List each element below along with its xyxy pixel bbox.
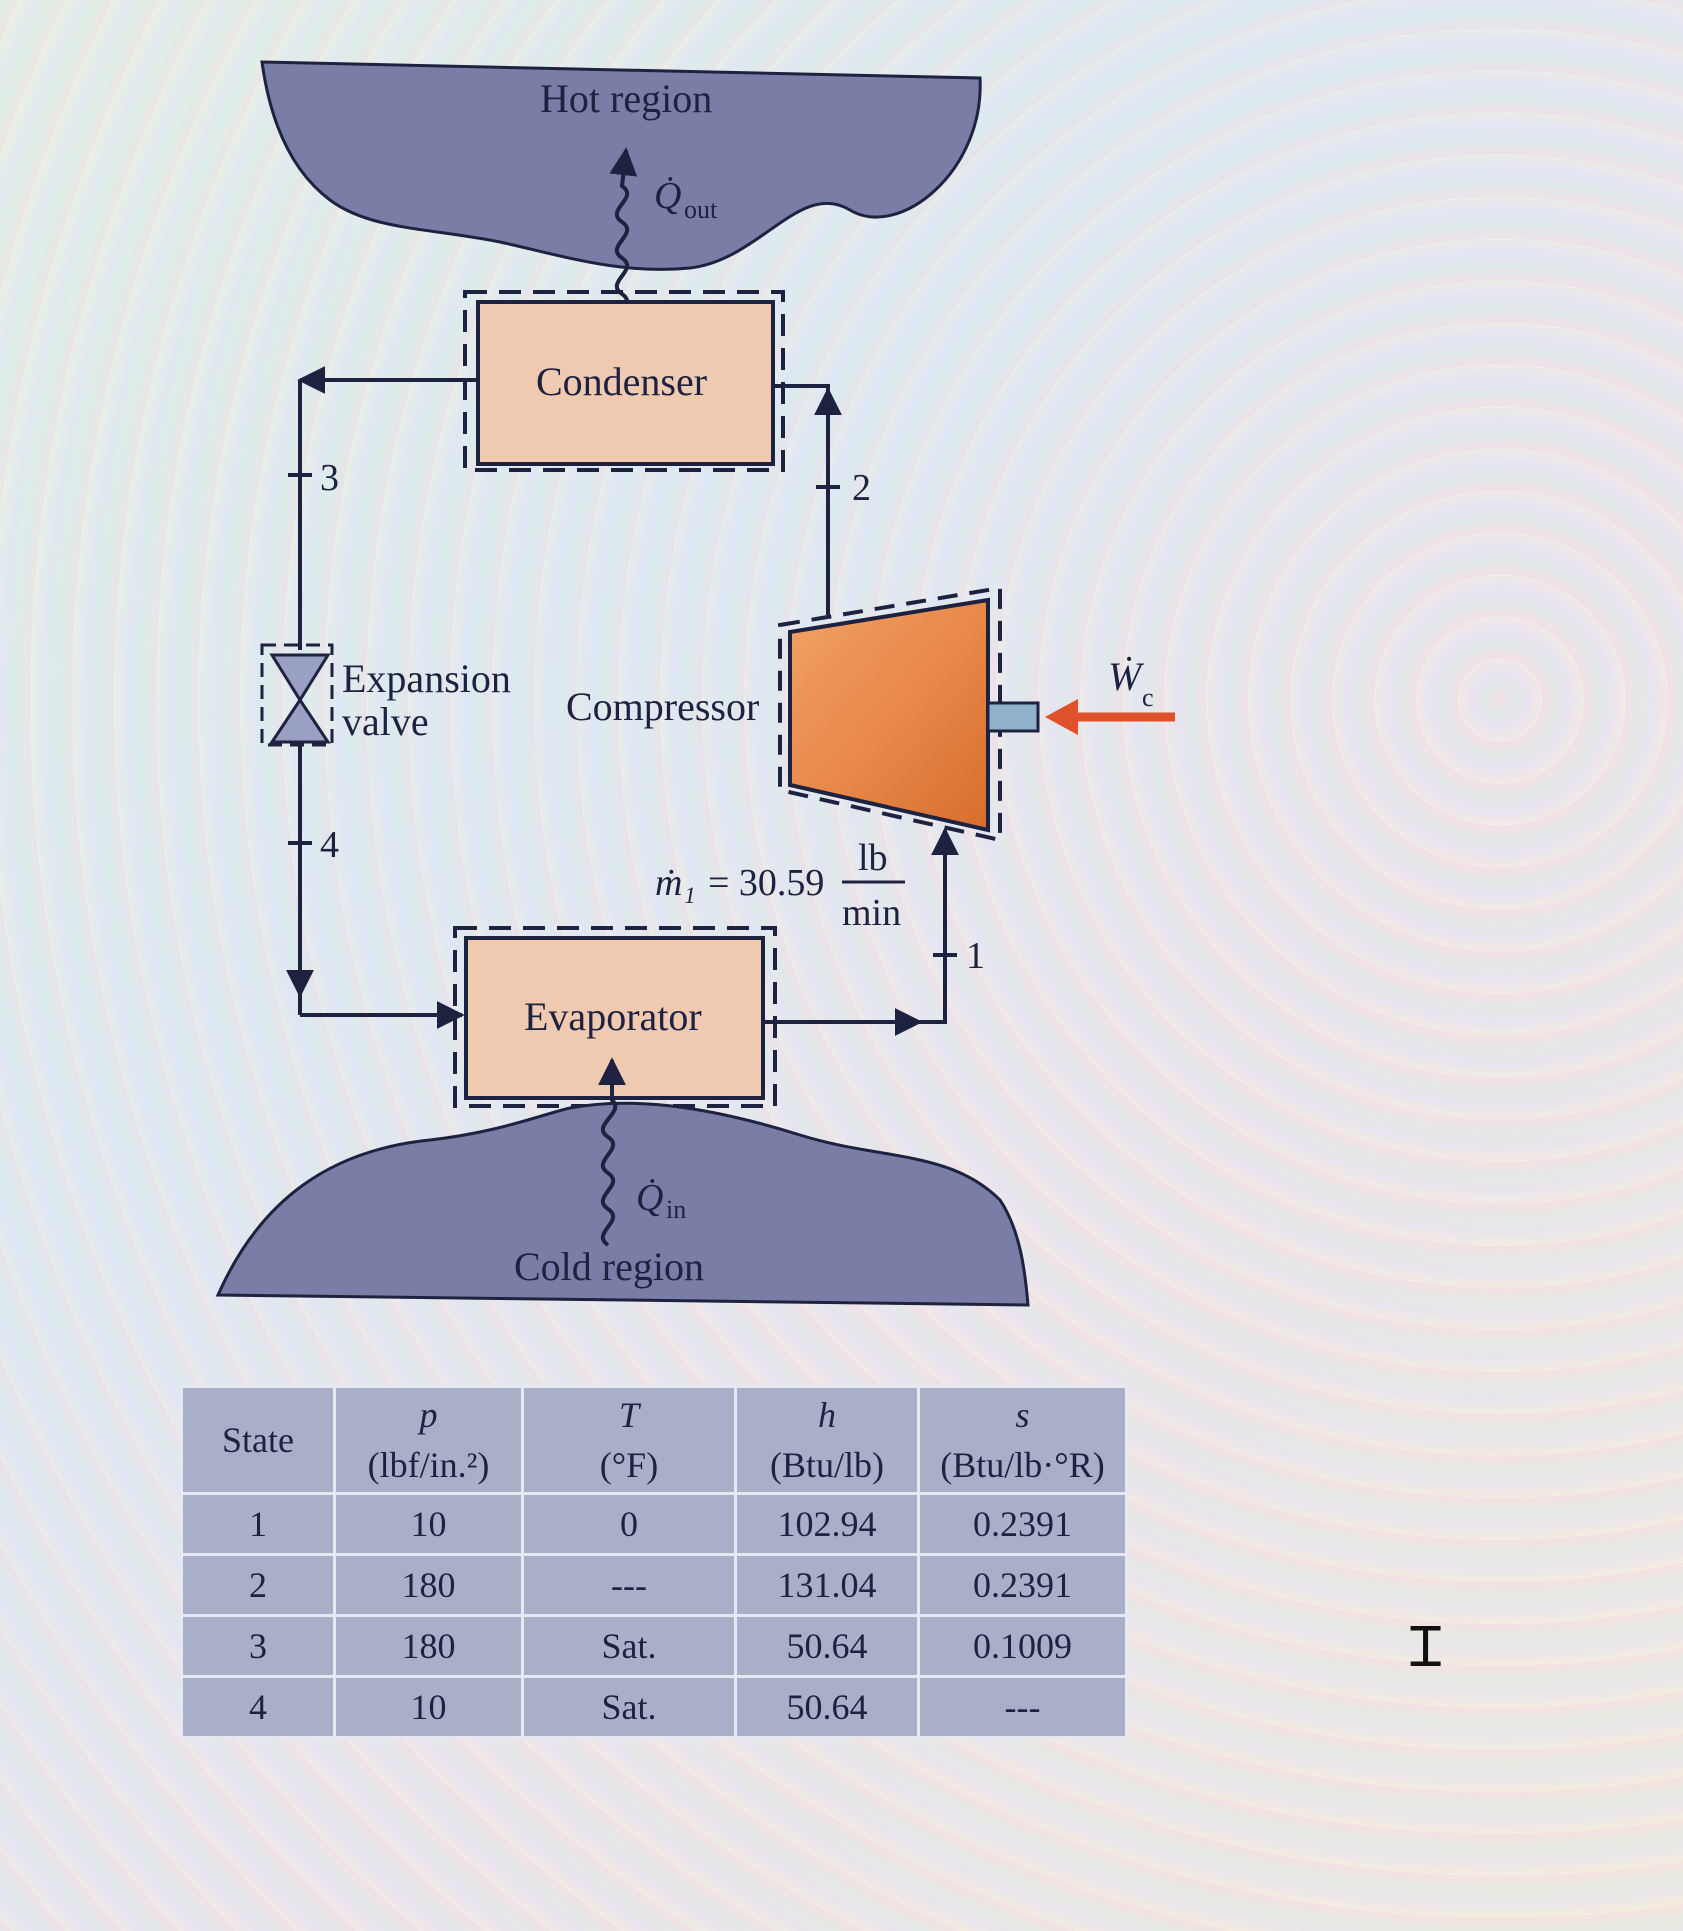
header-temperature: T(°F) [521, 1385, 737, 1495]
table-row: 3 180 Sat. 50.64 0.1009 [180, 1614, 1128, 1678]
table-cell: 3 [180, 1614, 336, 1678]
q-in-subscript: in [666, 1195, 686, 1224]
expansion-valve-boundary [260, 643, 334, 747]
condenser-label: Condenser [536, 359, 707, 404]
text-cursor-icon: Ɪ [1410, 1615, 1442, 1680]
compressor-label: Compressor [566, 684, 759, 729]
table-cell: 131.04 [734, 1553, 920, 1617]
q-in-symbol: Q̇ [636, 1177, 663, 1219]
compressor-boundary [778, 585, 1002, 843]
cold-region-shape [215, 1101, 1030, 1307]
table-row: 4 10 Sat. 50.64 --- [180, 1675, 1128, 1739]
q-in-wavy-line [598, 1057, 626, 1247]
table-row: 2 180 --- 131.04 0.2391 [180, 1553, 1128, 1617]
condenser-box [476, 300, 775, 466]
state-4-label: 4 [320, 824, 339, 866]
table-cell: 180 [333, 1553, 524, 1617]
q-out-subscript: out [684, 195, 718, 224]
header-pressure: p(lbf/in.²) [333, 1385, 524, 1495]
table-cell: 10 [333, 1675, 524, 1739]
hot-region-label: Hot region [540, 76, 712, 121]
table-row: 1 10 0 102.94 0.2391 [180, 1492, 1128, 1556]
state-3-label: 3 [320, 457, 339, 499]
mass-flow-symbol: ṁ₁ [655, 862, 696, 904]
compressor-shaft [986, 701, 1040, 733]
table-cell: 4 [180, 1675, 336, 1739]
compressor-body [788, 597, 990, 833]
header-state: State [180, 1385, 336, 1495]
table-cell: 50.64 [734, 1614, 920, 1678]
table-cell: 2 [180, 1553, 336, 1617]
expansion-valve-label-2: valve [342, 699, 429, 744]
w-c-symbol: Ẇ [1108, 654, 1145, 699]
header-entropy: s(Btu/lb·°R) [917, 1385, 1128, 1495]
table-header-row: State p(lbf/in.²) T(°F) h(Btu/lb) s(Btu/… [180, 1385, 1128, 1495]
table-cell: Sat. [521, 1675, 737, 1739]
header-enthalpy: h(Btu/lb) [734, 1385, 920, 1495]
table-cell: 50.64 [734, 1675, 920, 1739]
table-cell: Sat. [521, 1614, 737, 1678]
table-cell: --- [521, 1553, 737, 1617]
table-cell: 180 [333, 1614, 524, 1678]
table-cell: 102.94 [734, 1492, 920, 1556]
table-cell: 0.2391 [917, 1553, 1128, 1617]
state-2-label: 2 [852, 467, 871, 509]
expansion-valve-icon [269, 653, 331, 744]
q-out-symbol: Q̇ [654, 175, 681, 217]
expansion-valve-label-1: Expansion [342, 656, 511, 701]
cold-region-label: Cold region [514, 1244, 704, 1289]
mass-flow-numerator: lb [858, 837, 888, 879]
table-cell: 0 [521, 1492, 737, 1556]
evaporator-label: Evaporator [524, 994, 702, 1039]
table-cell: 10 [333, 1492, 524, 1556]
state-property-table: State p(lbf/in.²) T(°F) h(Btu/lb) s(Btu/… [180, 1385, 1128, 1739]
mass-flow-value: = 30.59 [708, 862, 824, 904]
table-cell: 0.2391 [917, 1492, 1128, 1556]
mass-flow-denominator: min [842, 892, 901, 934]
table-cell: --- [917, 1675, 1128, 1739]
state-1-label: 1 [966, 935, 985, 977]
table-cell: 1 [180, 1492, 336, 1556]
table-cell: 0.1009 [917, 1614, 1128, 1678]
w-c-subscript: c [1142, 683, 1154, 712]
